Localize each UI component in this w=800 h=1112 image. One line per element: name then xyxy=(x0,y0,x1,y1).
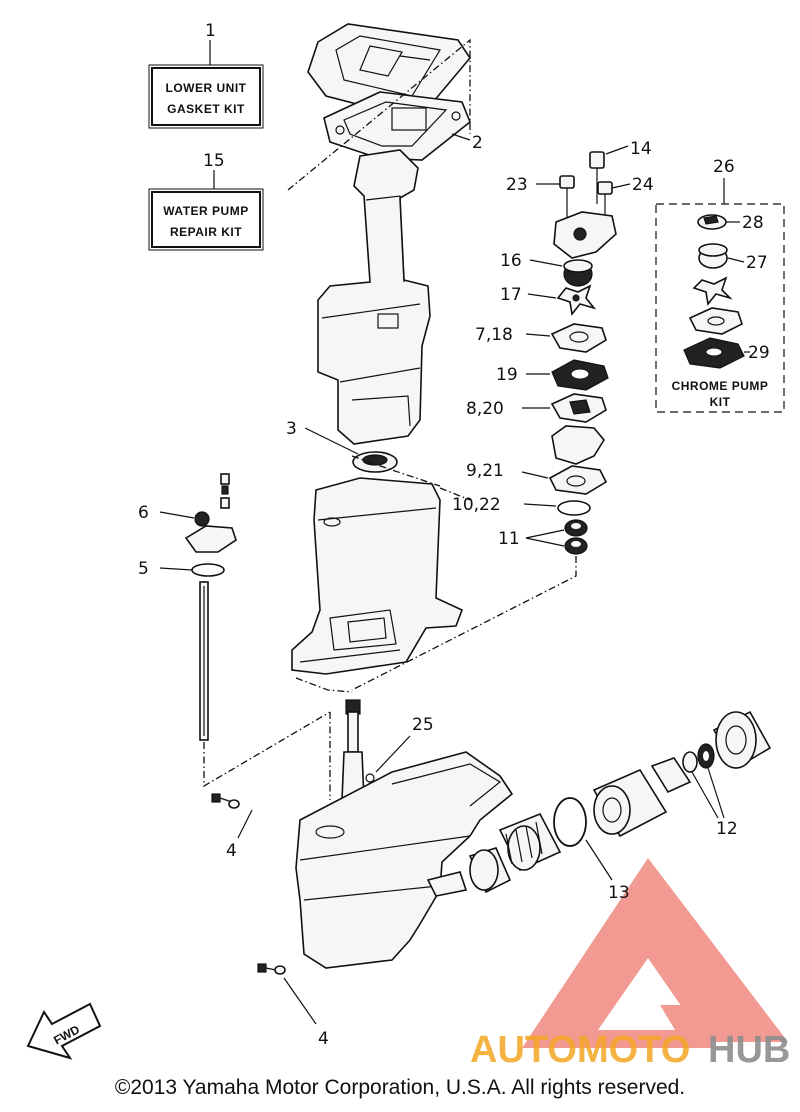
gasket-kit-box: LOWER UNIT GASKET KIT xyxy=(148,64,264,129)
propeller-bearing xyxy=(712,710,772,770)
label-4-lower: 4 xyxy=(318,1029,329,1049)
label-11: 11 xyxy=(498,529,520,549)
seal-3 xyxy=(352,451,398,473)
label-1: 1 xyxy=(205,21,216,41)
lower-casing-upper xyxy=(291,477,464,675)
water-pump-kit-line1: WATER PUMP xyxy=(163,204,248,218)
label-29: 29 xyxy=(748,343,770,363)
watermark-triangle-inner xyxy=(556,905,740,1030)
watermark-logo xyxy=(522,858,788,1048)
label-26: 26 xyxy=(713,157,735,177)
kit-part-28 xyxy=(697,214,727,230)
lower-gear-case xyxy=(295,751,514,969)
gasket-7-18 xyxy=(550,323,607,353)
label-23: 23 xyxy=(506,175,528,195)
label-2: 2 xyxy=(472,133,483,153)
forward-direction-arrow xyxy=(26,1002,102,1060)
label-4-upper: 4 xyxy=(226,841,237,861)
gasket-kit-line1: LOWER UNIT xyxy=(166,81,247,95)
forward-gear-assembly xyxy=(468,812,562,894)
label-24: 24 xyxy=(632,175,654,195)
label-9-21: 9,21 xyxy=(466,461,504,481)
label-19: 19 xyxy=(496,365,518,385)
gasket-8-20 xyxy=(550,393,607,423)
label-25: 25 xyxy=(412,715,434,735)
label-10-22: 10,22 xyxy=(452,495,501,515)
washers-12 xyxy=(682,743,715,773)
pump-housing xyxy=(553,211,617,259)
kit-part-27 xyxy=(698,243,728,269)
gasket-2 xyxy=(323,91,471,161)
plate-19 xyxy=(551,359,609,391)
bolt-14 xyxy=(589,151,605,204)
kit-part-29 xyxy=(683,337,745,369)
chrome-pump-kit-line2: KIT xyxy=(710,395,731,409)
insert-cartridge-16 xyxy=(563,259,593,287)
label-6: 6 xyxy=(138,503,149,523)
kit-gasket xyxy=(688,307,743,335)
kit-impeller xyxy=(692,276,733,306)
chrome-pump-kit-line1: CHROME PUMP xyxy=(672,379,769,393)
bolt-24 xyxy=(597,181,631,218)
o-ring-10-22 xyxy=(557,500,591,516)
label-28: 28 xyxy=(742,213,764,233)
copyright-footer: ©2013 Yamaha Motor Corporation, U.S.A. A… xyxy=(114,1076,686,1099)
pump-base xyxy=(551,425,605,465)
label-27: 27 xyxy=(746,253,768,273)
gasket-kit-line2: GASKET KIT xyxy=(167,102,245,116)
upper-cover-plate xyxy=(307,23,471,121)
gasket-9-21 xyxy=(548,465,608,495)
water-pump-kit-line2: REPAIR KIT xyxy=(170,225,242,239)
label-14: 14 xyxy=(630,139,652,159)
upper-casing xyxy=(317,149,431,445)
watermark-text-automoto: AUTOMOTO xyxy=(470,1029,690,1071)
o-ring-13 xyxy=(553,797,587,847)
seals-11 xyxy=(564,519,588,555)
label-5: 5 xyxy=(138,559,149,579)
shift-rod-assembly xyxy=(184,473,237,741)
bolt-23 xyxy=(536,175,575,222)
label-16: 16 xyxy=(500,251,522,271)
water-pump-kit-box: WATER PUMP REPAIR KIT xyxy=(148,188,264,251)
impeller-17 xyxy=(556,284,597,316)
bolt-4-lower xyxy=(257,963,286,975)
label-8-20: 8,20 xyxy=(466,399,504,419)
label-17: 17 xyxy=(500,285,522,305)
watermark-triangle xyxy=(522,858,788,1048)
label-7-18: 7,18 xyxy=(475,325,513,345)
bearing-housing xyxy=(592,757,692,838)
bolt-4-upper xyxy=(211,793,240,809)
label-12: 12 xyxy=(716,819,738,839)
label-15: 15 xyxy=(203,151,225,171)
watermark-text-hub: HUB xyxy=(708,1029,790,1071)
label-13: 13 xyxy=(608,883,630,903)
label-3: 3 xyxy=(286,419,297,439)
